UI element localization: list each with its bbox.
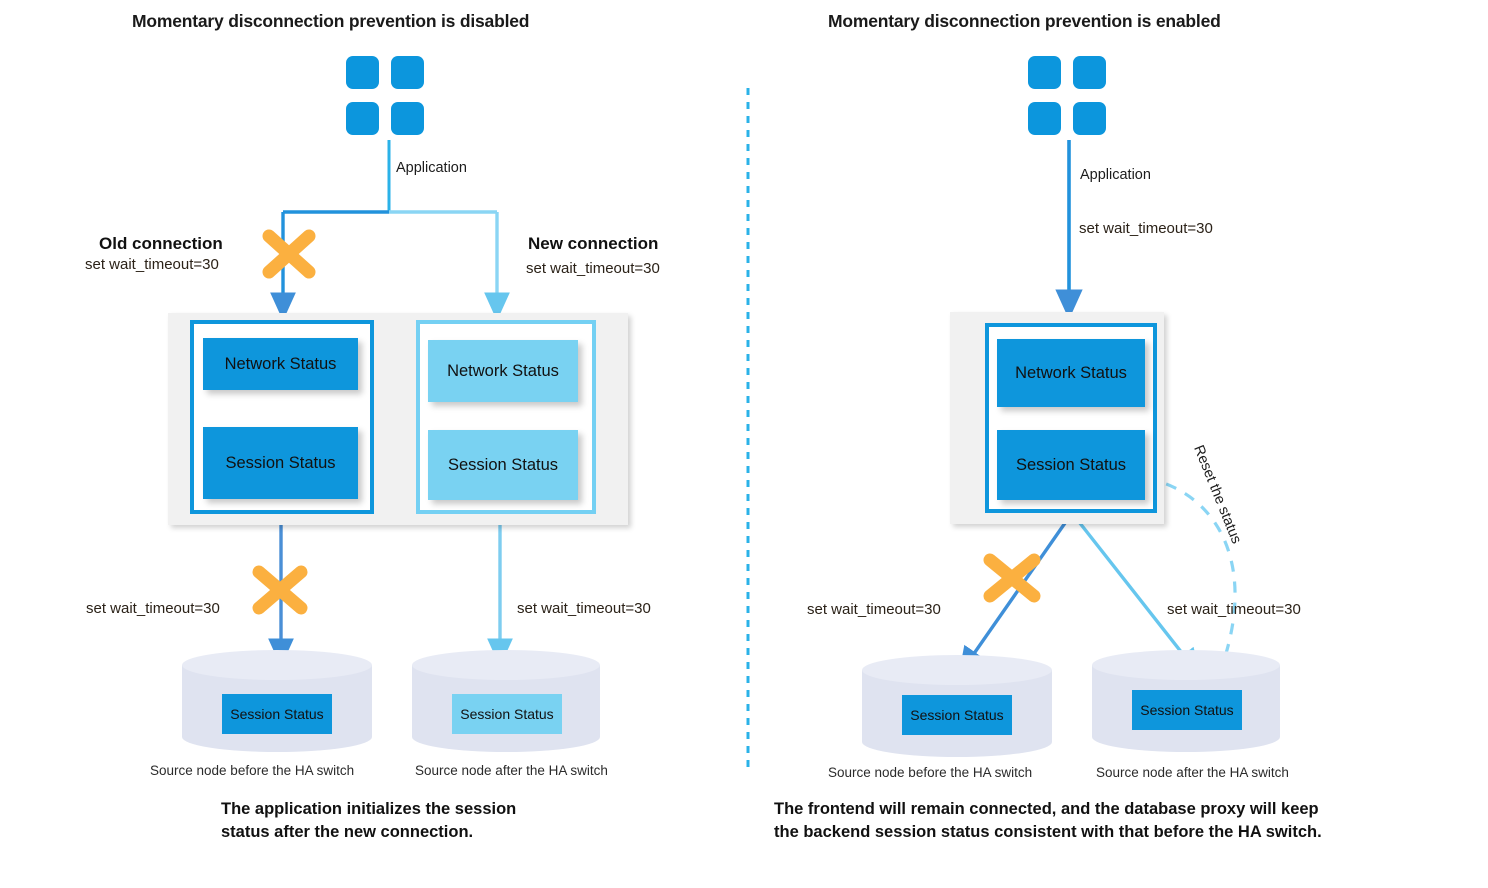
- db-caption-before-left: Source node before the HA switch: [150, 763, 355, 778]
- edge-label-new-db: set wait_timeout=30: [517, 600, 651, 617]
- edge-proxy-to-db-right: [1070, 511, 1201, 678]
- db-caption-after-left: Source node after the HA switch: [415, 763, 608, 778]
- cross-mark-icon-right-db: [983, 553, 1041, 603]
- chip-network-status-new: Network Status: [428, 340, 578, 402]
- app-grid-icon: [346, 56, 428, 138]
- edge-label-left-db-right-panel: set wait_timeout=30: [807, 601, 941, 618]
- db-chip-session-status: Session Status: [222, 694, 332, 734]
- database-before-left: Session Status: [182, 650, 372, 752]
- db-chip-session-status: Session Status: [1132, 690, 1242, 730]
- db-chip-session-status: Session Status: [452, 694, 562, 734]
- db-caption-after-right: Source node after the HA switch: [1096, 765, 1289, 780]
- new-connection-title: New connection: [528, 234, 659, 253]
- panel-summary-disabled: The application initializes the session …: [221, 800, 517, 842]
- cross-mark-icon-old-connection: [262, 229, 316, 279]
- database-after-left: Session Status: [412, 650, 600, 752]
- cross-mark-icon-old-db: [252, 565, 308, 615]
- edge-label-old-db: set wait_timeout=30: [86, 600, 220, 617]
- chip-network-status-right: Network Status: [997, 339, 1145, 407]
- database-before-right: Session Status: [862, 655, 1052, 757]
- db-chip-session-status: Session Status: [902, 695, 1012, 735]
- chip-network-status-old: Network Status: [203, 338, 358, 390]
- db-caption-before-right: Source node before the HA switch: [828, 765, 1033, 780]
- new-connection-timeout: set wait_timeout=30: [526, 260, 660, 277]
- edge-label-right-db-right-panel: set wait_timeout=30: [1167, 601, 1301, 618]
- app-timeout-right: set wait_timeout=30: [1079, 220, 1213, 237]
- app-label-left: Application: [396, 160, 467, 176]
- panel-summary-enabled: The frontend will remain connected, and …: [774, 800, 1322, 842]
- chip-session-status-new: Session Status: [428, 430, 578, 500]
- app-label-right: Application: [1080, 167, 1151, 183]
- database-after-right: Session Status: [1092, 650, 1280, 752]
- edge-proxy-to-db-left: [958, 512, 1074, 676]
- app-grid-icon: [1028, 56, 1110, 138]
- panel-title-disabled: Momentary disconnection prevention is di…: [132, 11, 530, 31]
- old-connection-title: Old connection: [99, 234, 223, 253]
- panel-title-enabled: Momentary disconnection prevention is en…: [828, 11, 1221, 31]
- old-connection-timeout: set wait_timeout=30: [85, 256, 219, 273]
- reset-the-status-label: Reset the status: [1190, 443, 1245, 547]
- chip-session-status-old: Session Status: [203, 427, 358, 499]
- chip-session-status-right: Session Status: [997, 430, 1145, 500]
